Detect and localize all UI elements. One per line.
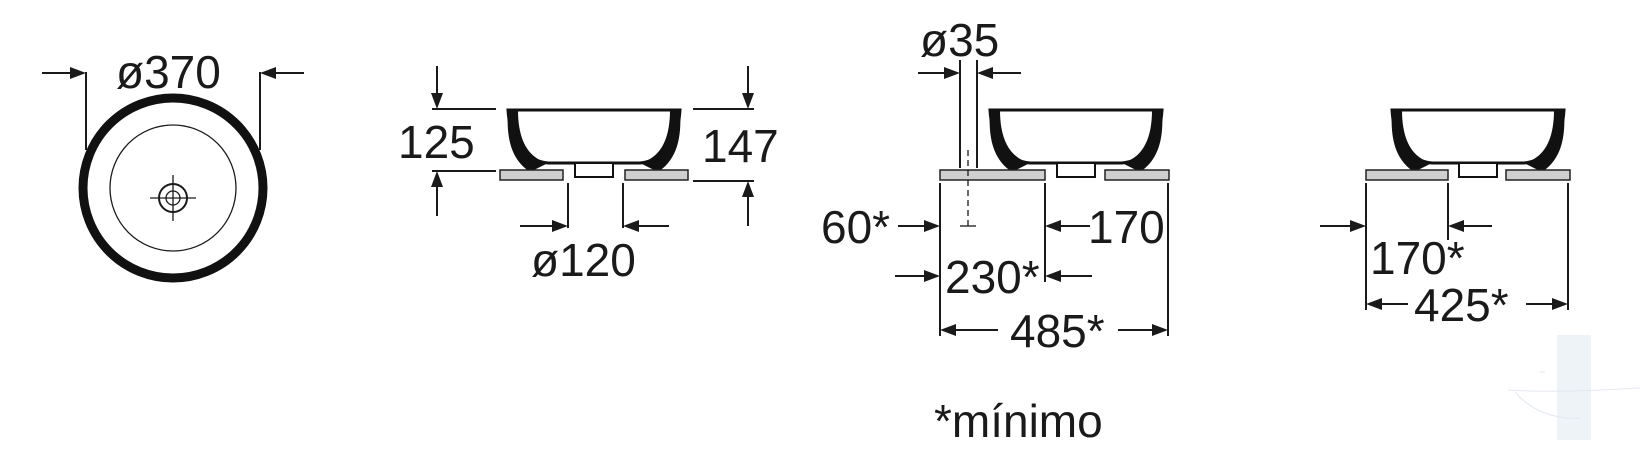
basin-profile <box>506 108 682 165</box>
center-distance-label: 230* <box>945 251 1040 303</box>
basin-profile <box>988 108 1164 165</box>
footnote: *mínimo <box>934 395 1103 447</box>
diameter-label: ø370 <box>116 46 221 98</box>
basin-inner-bowl <box>109 124 237 252</box>
counter-slab-left <box>499 169 564 181</box>
drain-body <box>574 162 614 178</box>
counter-slab-left <box>1365 169 1449 181</box>
basin-outer-rim <box>78 93 268 283</box>
tap-diameter-label: ø35 <box>920 14 999 66</box>
tap-offset-label: 60* <box>821 201 890 253</box>
drain-body <box>1056 162 1096 178</box>
rear-view: 170* 425* <box>1320 108 1571 331</box>
counter-slab-right <box>1505 169 1571 181</box>
basin-profile <box>1390 108 1566 165</box>
left-distance-label: 170* <box>1370 232 1465 284</box>
watermark-logo <box>1507 335 1641 440</box>
side-view: ø35 60* 170 230* 485* <box>821 14 1170 357</box>
right-distance-label: 170 <box>1088 201 1165 253</box>
counter-slab-left <box>939 169 1046 181</box>
drain-diameter-label: ø120 <box>531 234 636 286</box>
counter-slab-right <box>624 169 689 181</box>
total-height-label: 147 <box>702 120 779 172</box>
drain-body <box>1458 162 1498 178</box>
total-width-label: 485* <box>1010 305 1105 357</box>
top-view: ø370 <box>42 46 304 283</box>
bowl-height-label: 125 <box>398 116 475 168</box>
rear-total-width-label: 425* <box>1414 279 1509 331</box>
front-view: 125 147 ø120 <box>398 66 779 286</box>
counter-slab-right <box>1104 169 1170 181</box>
